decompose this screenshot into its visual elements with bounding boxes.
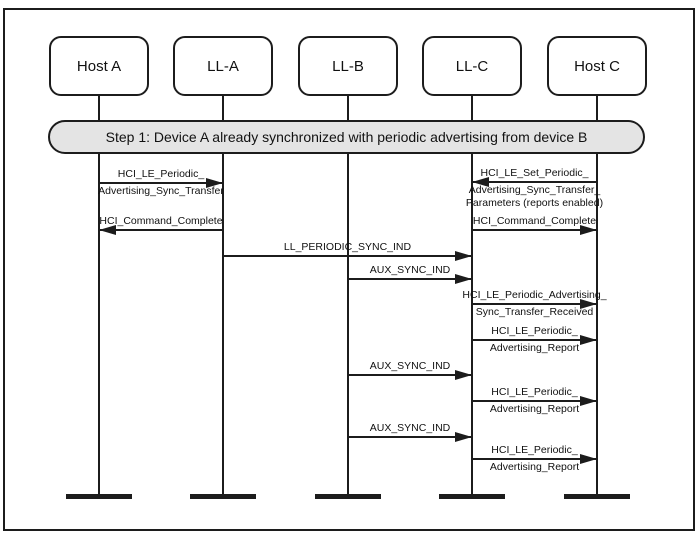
- lifeline-end-bar-ll-c: [439, 494, 505, 499]
- message-line-5: [348, 278, 472, 280]
- step-banner: Step 1: Device A already synchronized wi…: [48, 120, 645, 154]
- message-line-0: [99, 182, 223, 184]
- message-label-line: Advertising_Report: [489, 403, 580, 415]
- lifeline-end-bar-ll-b: [315, 494, 381, 499]
- message-line-7: [472, 339, 597, 341]
- message-label-line: AUX_SYNC_IND: [369, 264, 451, 276]
- message-label-line: HCI_LE_Periodic_: [117, 168, 205, 180]
- participant-label-ll-b: LL-B: [332, 57, 364, 75]
- message-arrowhead-2: [99, 225, 116, 235]
- message-line-1: [472, 181, 597, 183]
- participant-box-ll-c: LL-C: [422, 36, 522, 96]
- message-label-line: Advertising_Sync_Transfer_: [468, 184, 601, 196]
- message-label-above-0: HCI_LE_Periodic_: [118, 168, 204, 181]
- lifeline-host-a: [98, 96, 100, 496]
- lifeline-ll-b: [347, 96, 349, 496]
- message-label-above-9: HCI_LE_Periodic_: [491, 386, 577, 399]
- participant-box-ll-a: LL-A: [173, 36, 273, 96]
- message-label-line: Sync_Transfer_Received: [475, 306, 594, 318]
- message-label-below-1: Advertising_Sync_Transfer_Parameters (re…: [466, 184, 603, 210]
- message-label-line: AUX_SYNC_IND: [369, 422, 451, 434]
- message-label-line: HCI_Command_Complete: [99, 215, 223, 227]
- message-arrowhead-6: [580, 299, 597, 309]
- message-label-above-7: HCI_LE_Periodic_: [491, 325, 577, 338]
- message-arrowhead-0: [206, 178, 223, 188]
- message-label-below-0: Advertising_Sync_Transfer: [98, 185, 224, 198]
- step-banner-label: Step 1: Device A already synchronized wi…: [105, 129, 588, 145]
- message-arrowhead-10: [455, 432, 472, 442]
- message-label-line: Parameters (reports enabled): [465, 197, 604, 209]
- message-arrowhead-9: [580, 396, 597, 406]
- participant-box-host-c: Host C: [547, 36, 647, 96]
- message-arrowhead-11: [580, 454, 597, 464]
- lifeline-end-bar-host-a: [66, 494, 132, 499]
- message-line-6: [472, 303, 597, 305]
- message-line-2: [99, 229, 223, 231]
- message-label-line: Advertising_Report: [489, 461, 580, 473]
- message-line-10: [348, 436, 472, 438]
- message-label-above-10: AUX_SYNC_IND: [370, 422, 451, 435]
- message-line-11: [472, 458, 597, 460]
- message-label-above-11: HCI_LE_Periodic_: [491, 444, 577, 457]
- message-label-line: HCI_LE_Periodic_: [491, 444, 578, 456]
- message-arrowhead-1: [472, 177, 489, 187]
- message-label-above-5: AUX_SYNC_IND: [370, 264, 451, 277]
- message-label-below-7: Advertising_Report: [490, 342, 579, 355]
- message-label-above-4: LL_PERIODIC_SYNC_IND: [284, 241, 411, 254]
- message-label-line: HCI_Command_Complete: [472, 215, 597, 227]
- message-label-line: HCI_LE_Periodic_: [491, 386, 578, 398]
- participant-box-host-a: Host A: [49, 36, 149, 96]
- message-label-line: HCI_LE_Set_Periodic_: [480, 167, 589, 179]
- message-label-above-2: HCI_Command_Complete: [99, 215, 222, 228]
- message-label-line: HCI_LE_Periodic_Advertising_: [462, 289, 607, 301]
- message-arrowhead-8: [455, 370, 472, 380]
- message-arrowhead-4: [455, 251, 472, 261]
- lifeline-ll-c: [471, 96, 473, 496]
- participant-label-host-a: Host A: [76, 57, 122, 75]
- message-line-9: [472, 400, 597, 402]
- lifeline-ll-a: [222, 96, 224, 496]
- message-label-above-8: AUX_SYNC_IND: [370, 360, 451, 373]
- message-label-line: AUX_SYNC_IND: [369, 360, 451, 372]
- message-line-8: [348, 374, 472, 376]
- lifeline-end-bar-ll-a: [190, 494, 256, 499]
- message-label-above-6: HCI_LE_Periodic_Advertising_: [462, 289, 606, 302]
- message-label-line: HCI_LE_Periodic_: [491, 325, 578, 337]
- message-arrowhead-5: [455, 274, 472, 284]
- message-label-above-3: HCI_Command_Complete: [473, 215, 596, 228]
- participant-label-ll-a: LL-A: [207, 57, 239, 75]
- message-line-3: [472, 229, 597, 231]
- message-line-4: [223, 255, 472, 257]
- message-label-line: LL_PERIODIC_SYNC_IND: [283, 241, 412, 253]
- message-arrowhead-3: [580, 225, 597, 235]
- message-label-above-1: HCI_LE_Set_Periodic_: [481, 167, 589, 180]
- message-arrowhead-7: [580, 335, 597, 345]
- message-label-line: Advertising_Report: [489, 342, 580, 354]
- participant-box-ll-b: LL-B: [298, 36, 398, 96]
- participant-label-ll-c: LL-C: [455, 57, 489, 75]
- lifeline-end-bar-host-c: [564, 494, 630, 499]
- lifeline-host-c: [596, 96, 598, 496]
- message-label-below-6: Sync_Transfer_Received: [476, 306, 594, 319]
- message-label-below-9: Advertising_Report: [490, 403, 579, 416]
- participant-label-host-c: Host C: [574, 57, 620, 75]
- message-label-line: Advertising_Sync_Transfer: [98, 185, 224, 197]
- diagram-border: [3, 8, 695, 531]
- message-label-below-11: Advertising_Report: [490, 461, 579, 474]
